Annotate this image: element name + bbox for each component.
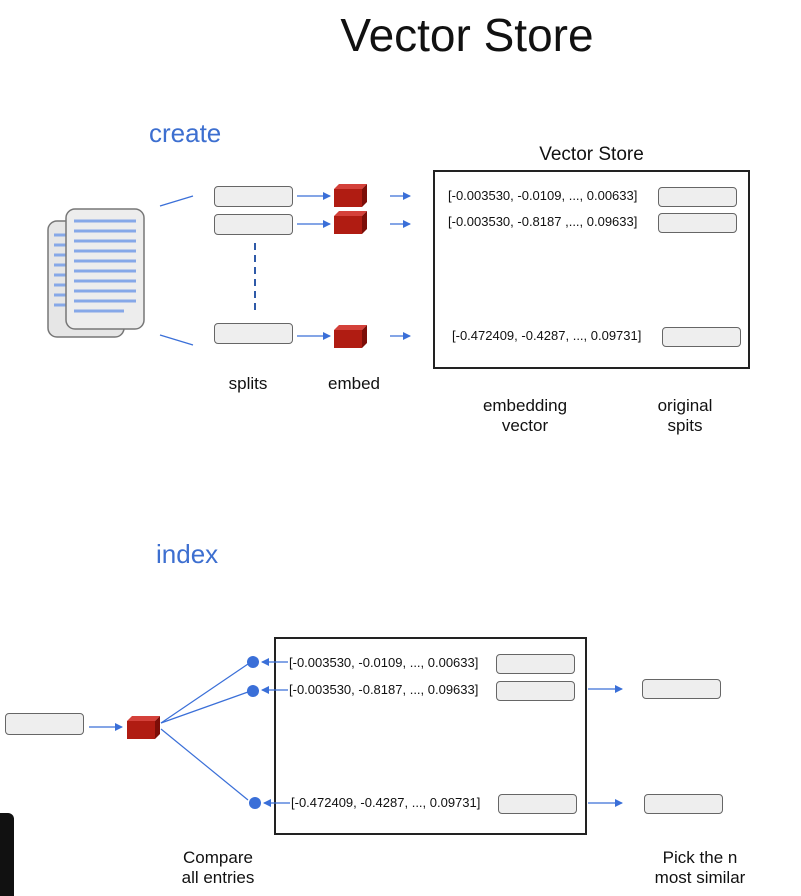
- compare-dot-2: [247, 685, 259, 697]
- original-split-3: [662, 327, 741, 347]
- create-vector-3: [-0.472409, -0.4287, ..., 0.09731]: [452, 328, 642, 343]
- create-vector-1: [-0.003530, -0.0109, ..., 0.00633]: [448, 188, 638, 203]
- compare-dot-3: [249, 797, 261, 809]
- index-vector-3: [-0.472409, -0.4287, ..., 0.09731]: [291, 795, 481, 810]
- doc-fan-lines: [159, 195, 194, 346]
- original-split-2: [658, 213, 737, 233]
- index-vector-2: [-0.003530, -0.8187, ..., 0.09633]: [289, 682, 479, 697]
- compare-dot-1: [247, 656, 259, 668]
- create-vector-2: [-0.003530, -0.8187 ,..., 0.09633]: [448, 214, 638, 229]
- fan-line-3: [160, 728, 249, 801]
- index-heading: index: [156, 539, 219, 569]
- embedding-vector-label: embedding vector: [482, 396, 568, 435]
- embed-label: embed: [328, 374, 380, 393]
- split-box-2: [214, 214, 293, 235]
- index-split-3: [498, 794, 577, 814]
- embed-cube-2: [334, 211, 367, 234]
- corner-artifact: [0, 813, 14, 896]
- split-box-1: [214, 186, 293, 207]
- result-box-2: [644, 794, 723, 814]
- splits-label: splits: [228, 374, 268, 393]
- fan-line-1: [160, 663, 249, 724]
- embed-cube-1: [334, 184, 367, 207]
- original-split-1: [658, 187, 737, 207]
- query-box: [5, 713, 84, 735]
- original-splits-label: original spits: [657, 396, 713, 435]
- vector-store-title: Vector Store: [539, 144, 644, 165]
- index-split-2: [496, 681, 575, 701]
- split-box-3: [214, 323, 293, 344]
- embed-cube-3: [334, 325, 367, 348]
- pick-label: Pick the n most similar: [654, 848, 746, 887]
- compare-label: Compare all entries: [181, 848, 255, 887]
- create-heading: create: [149, 118, 222, 148]
- index-split-1: [496, 654, 575, 674]
- fan-line-2: [160, 691, 249, 724]
- page-title: Vector Store: [340, 9, 594, 61]
- index-embed-cube: [127, 716, 160, 739]
- index-vector-1: [-0.003530, -0.0109, ..., 0.00633]: [289, 655, 479, 670]
- result-box-1: [642, 679, 721, 699]
